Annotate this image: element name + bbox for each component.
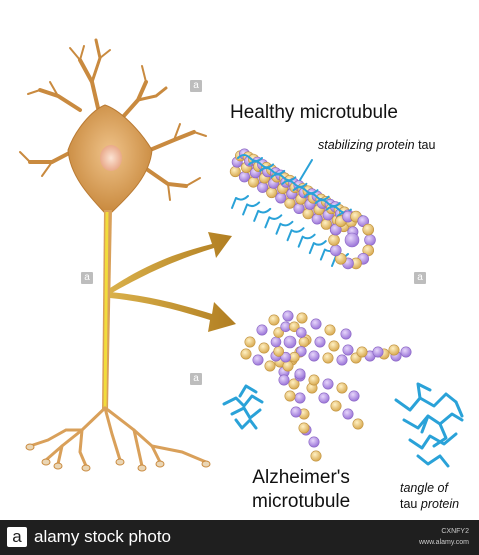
beta-tubulin-bead	[257, 182, 267, 192]
healthy-microtubule-title: Healthy microtubule	[230, 102, 398, 124]
stabilizing-tau-italic: stabilizing protein	[318, 138, 415, 152]
beta-tubulin-bead	[309, 351, 319, 361]
watermark-icon: a	[81, 272, 93, 284]
beta-tubulin-bead	[294, 203, 304, 213]
beta-tubulin-bead	[291, 407, 301, 417]
tau-tangle-large	[396, 384, 462, 466]
beta-tubulin-bead	[253, 355, 263, 365]
beta-tubulin-bead	[279, 375, 289, 385]
beta-tubulin-bead	[315, 337, 325, 347]
alpha-tubulin-bead	[241, 349, 251, 359]
arrow-to-alzheimers	[110, 292, 236, 332]
alzheimers-microtubule-title: Alzheimer's microtubule	[252, 466, 350, 514]
footer-brand-text: alamy stock photo	[34, 527, 171, 547]
alpha-tubulin-bead	[283, 361, 293, 371]
diagram-canvas: a a a a Healthy microtubule stabilizing …	[0, 0, 479, 520]
alpha-tubulin-bead	[245, 337, 255, 347]
alpha-tubulin-bead	[323, 353, 333, 363]
beta-tubulin-bead	[330, 245, 341, 256]
alpha-tubulin-bead	[266, 187, 276, 197]
alpha-tubulin-bead	[321, 219, 331, 229]
alpha-tubulin-bead	[329, 341, 339, 351]
beta-tubulin-bead	[319, 393, 329, 403]
watermark-icon: a	[414, 272, 426, 284]
footer-url: www.alamy.com	[419, 539, 469, 546]
footer-image-code: CXNFY2	[441, 528, 469, 535]
tau-tangle-small	[224, 386, 262, 428]
alpha-tubulin-bead	[299, 423, 309, 433]
alpha-tubulin-bead	[230, 166, 240, 176]
beta-tubulin-bead	[271, 337, 281, 347]
watermark-icon: a	[190, 373, 202, 385]
beta-tubulin-bead	[365, 235, 376, 246]
alpha-tubulin-bead	[274, 346, 284, 356]
beta-tubulin-bead	[284, 336, 296, 348]
alpha-tubulin-bead	[311, 451, 321, 461]
beta-tubulin-bead	[276, 193, 286, 203]
stock-footer-bar: a alamy stock photo CXNFY2 www.alamy.com	[0, 520, 479, 555]
alpha-tubulin-bead	[303, 209, 313, 219]
beta-tubulin-bead	[343, 345, 353, 355]
alpha-tubulin-bead	[297, 313, 307, 323]
alpha-tubulin-bead	[363, 224, 374, 235]
alpha-tubulin-bead	[331, 401, 341, 411]
beta-tubulin-bead	[345, 233, 359, 247]
alpha-tubulin-bead	[248, 177, 258, 187]
stabilizing-tau-label: stabilizing protein tau	[318, 138, 435, 152]
beta-tubulin-bead	[312, 214, 322, 224]
arrow-to-healthy	[110, 232, 232, 294]
alpha-tubulin-bead	[259, 343, 269, 353]
nucleus	[100, 145, 122, 171]
beta-tubulin-bead	[283, 311, 293, 321]
beta-tubulin-bead	[341, 329, 351, 339]
beta-tubulin-bead	[296, 328, 306, 338]
healthy-microtubule	[230, 149, 375, 269]
tangle-label-line1: tangle of	[400, 480, 459, 496]
beta-tubulin-bead	[401, 347, 411, 357]
tangle-word-protein: protein	[421, 497, 459, 511]
alzheimers-title-line2: microtubule	[252, 490, 350, 514]
alamy-logo-icon: a	[7, 527, 27, 547]
alpha-tubulin-bead	[285, 198, 295, 208]
alpha-tubulin-bead	[299, 337, 309, 347]
beta-tubulin-bead	[311, 319, 321, 329]
alpha-tubulin-bead	[389, 345, 399, 355]
beta-tubulin-bead	[323, 379, 333, 389]
alpha-tubulin-bead	[285, 391, 295, 401]
beta-tubulin-bead	[373, 347, 383, 357]
tangle-label-line2: tau protein	[400, 496, 459, 512]
watermark-icon: a	[190, 80, 202, 92]
beta-tubulin-bead	[309, 437, 319, 447]
beta-tubulin-bead	[295, 393, 305, 403]
alpha-tubulin-bead	[309, 375, 319, 385]
tangle-word-tau: tau	[400, 497, 417, 511]
alpha-tubulin-bead	[337, 383, 347, 393]
alzheimers-microtubule	[241, 311, 411, 461]
alpha-tubulin-bead	[329, 235, 340, 246]
beta-tubulin-bead	[239, 172, 249, 182]
beta-tubulin-bead	[337, 355, 347, 365]
alpha-tubulin-bead	[353, 419, 363, 429]
stabilizing-tau-plain: tau	[418, 138, 435, 152]
alpha-tubulin-bead	[325, 325, 335, 335]
alzheimers-title-line1: Alzheimer's	[252, 466, 350, 490]
axon	[105, 212, 107, 410]
tau-strand	[300, 160, 312, 180]
alpha-tubulin-bead	[269, 315, 279, 325]
tau-tangle-label: tangle of tau protein	[400, 480, 459, 512]
alpha-tubulin-bead	[357, 347, 367, 357]
beta-tubulin-bead	[343, 409, 353, 419]
axon-terminals	[30, 408, 206, 466]
beta-tubulin-bead	[295, 369, 305, 379]
beta-tubulin-bead	[349, 391, 359, 401]
alpha-tubulin-bead	[265, 361, 275, 371]
beta-tubulin-bead	[257, 325, 267, 335]
